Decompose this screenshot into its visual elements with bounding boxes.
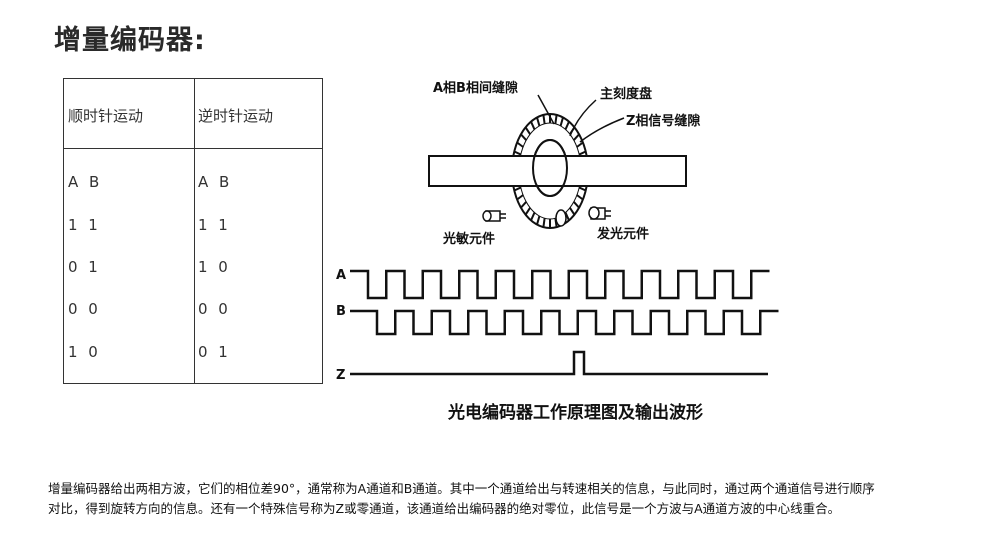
leader-line bbox=[579, 117, 625, 143]
header-clockwise: 顺时针运动 bbox=[68, 107, 144, 125]
disc-tick bbox=[559, 117, 564, 127]
disc-tick bbox=[576, 194, 584, 201]
leader-line bbox=[569, 99, 597, 137]
table-cell: 0 0 bbox=[198, 300, 231, 318]
label-ab-slit: A相B相间缝隙 bbox=[433, 80, 518, 96]
channel-z-label: Z bbox=[336, 368, 345, 383]
table-divider-horizontal bbox=[64, 148, 322, 149]
waveform-b bbox=[350, 309, 779, 336]
disc-tick bbox=[524, 207, 531, 216]
paragraph-line: 对比，得到旋转方向的信息。还有一个特殊信号称为Z或零通道，该通道给出编码器的绝对… bbox=[48, 501, 841, 516]
disc-tick bbox=[530, 121, 536, 130]
disc-tick bbox=[513, 150, 522, 156]
hub-overlay bbox=[532, 139, 568, 197]
header-counterclockwise: 逆时针运动 bbox=[198, 107, 274, 125]
disc-tick bbox=[524, 126, 531, 135]
z-slit-mark bbox=[555, 209, 567, 227]
table-cell: 1 1 bbox=[68, 216, 101, 234]
disc-tick bbox=[569, 207, 576, 216]
label-light-emitter: 发光元件 bbox=[596, 226, 649, 242]
disc-tick bbox=[542, 218, 546, 228]
disc-tick bbox=[530, 212, 536, 221]
table-cell: A B bbox=[198, 173, 233, 191]
paragraph-line: 增量编码器给出两相方波，它们的相位差90°，通常称为A通道和B通道。其中一个通道… bbox=[48, 481, 875, 496]
disc-tick bbox=[578, 186, 587, 192]
encoder-shaft bbox=[428, 155, 687, 187]
disc-tick bbox=[536, 215, 541, 225]
disc-tick bbox=[536, 117, 541, 127]
label-z-slit: Z相信号缝隙 bbox=[626, 113, 700, 129]
label-main-disc: 主刻度盘 bbox=[600, 86, 652, 102]
disc-tick bbox=[573, 201, 580, 209]
table-cell: 0 0 bbox=[68, 300, 101, 318]
waveform-a bbox=[350, 269, 770, 300]
light-emitter-icon bbox=[588, 206, 611, 220]
table-cell: 0 1 bbox=[198, 343, 231, 361]
table-cell: 1 1 bbox=[198, 216, 231, 234]
disc-tick bbox=[520, 201, 527, 209]
label-photo-sensor: 光敏元件 bbox=[442, 231, 495, 247]
disc-tick bbox=[513, 186, 522, 192]
encoder-diagram: A相B相间缝隙 主刻度盘 Z相信号缝隙 光敏元件 发光元件 A B Z bbox=[336, 80, 779, 383]
disc-tick bbox=[576, 141, 584, 148]
table-cell: A B bbox=[68, 173, 103, 191]
disc-tick bbox=[516, 194, 524, 201]
diagram-caption: 光电编码器工作原理图及输出波形 bbox=[448, 403, 703, 423]
disc-tick bbox=[564, 121, 570, 130]
channel-b-label: B bbox=[336, 304, 346, 319]
leader-line bbox=[537, 94, 555, 125]
disc-tick bbox=[542, 114, 546, 124]
disc-tick bbox=[520, 133, 527, 141]
description-paragraph: 增量编码器给出两相方波，它们的相位差90°，通常称为A通道和B通道。其中一个通道… bbox=[48, 479, 968, 519]
table-cell: 1 0 bbox=[68, 343, 101, 361]
table-cell: 0 1 bbox=[68, 258, 101, 276]
disc-tick bbox=[569, 126, 576, 135]
page-title: 增量编码器: bbox=[54, 25, 206, 56]
channel-a-label: A bbox=[336, 268, 346, 283]
table-cell: 1 0 bbox=[198, 258, 231, 276]
direction-table: 顺时针运动 逆时针运动 A B A B 1 1 1 1 0 1 1 0 0 0 … bbox=[63, 78, 323, 384]
table-divider-vertical bbox=[194, 79, 195, 383]
waveform-z bbox=[350, 350, 768, 376]
disc-tick bbox=[516, 141, 524, 148]
disc-tick bbox=[578, 150, 587, 156]
disc-tick bbox=[554, 114, 558, 124]
disc-tick bbox=[573, 133, 580, 141]
photo-sensor-icon bbox=[482, 210, 506, 222]
